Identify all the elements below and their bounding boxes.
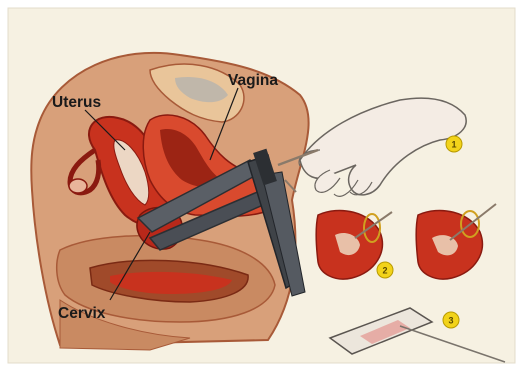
step-badge-3-label: 3: [448, 316, 453, 326]
step-badge-1-label: 1: [451, 140, 456, 150]
step-badge-2: 2: [377, 262, 393, 278]
step-badge-1: 1: [446, 136, 462, 152]
ovary: [69, 179, 87, 193]
uterus-label: Uterus: [52, 94, 101, 111]
cervix-label: Cervix: [58, 305, 106, 322]
vagina-label: Vagina: [228, 72, 278, 89]
step-badge-3: 3: [443, 312, 459, 328]
step-badge-2-label: 2: [382, 266, 387, 276]
